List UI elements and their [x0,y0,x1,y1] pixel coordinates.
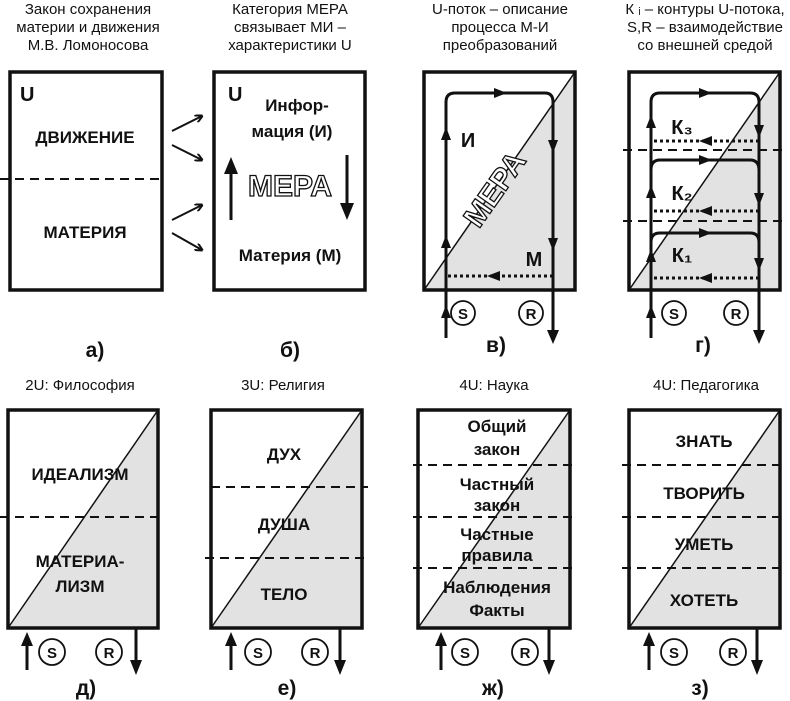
r-label: R [520,645,531,662]
arrow-icon [171,232,202,250]
panel-a-box [8,70,164,292]
caption-e: е) [278,677,297,700]
panel-zh-title: 4U: Наука [459,377,529,394]
level-label: правила [461,546,533,565]
s-label: S [460,645,470,662]
caption-d: д) [76,677,96,700]
u-label: U [20,84,34,106]
info-label-1: Инфор- [265,96,329,115]
panel-v: U-поток – описание процесса М-И преобраз… [422,1,577,357]
panel-g: К ᵢ – контуры U-потока, S,R – взаимодейс… [623,1,786,357]
panel-v-title-3: преобразований [443,37,558,54]
panel-a-title-2: материи и движения [16,19,159,36]
s-label: S [458,306,468,323]
level-label: ДУХ [267,445,302,464]
level-label: ЛИЗМ [56,577,105,596]
motion-label: ДВИЖЕНИЕ [35,128,134,147]
panel-a-title-3: М.В. Ломоносова [28,37,149,54]
caption-v: в) [486,334,506,357]
r-label: R [731,306,742,323]
matter-m-label: Материя (М) [239,246,342,265]
contour-k1-label: К₁ [672,245,692,267]
panel-b-box [212,70,367,292]
level-label: ТЕЛО [261,585,308,604]
s-label: S [669,645,679,662]
level-label: Наблюдения [443,578,551,597]
caption-g: г) [695,334,711,357]
panel-g-box [627,70,782,292]
panel-z: 4U: Педагогика ЗНАТЬ ТВОРИТЬ УМЕТЬ ХОТЕТ… [622,377,784,700]
caption-a: а) [86,339,105,362]
level-label: УМЕТЬ [675,535,734,554]
s-label: S [253,645,263,662]
s-circle [661,300,687,326]
info-i-label: И [461,130,475,152]
panel-a: Закон сохранения материи и движения М.В.… [0,1,164,362]
panel-b-title-1: Категория МЕРА [232,1,348,18]
panel-d: 2U: Философия ИДЕАЛИЗМ МАТЕРИА- ЛИЗМ S R… [0,377,160,700]
level-label: Факты [469,601,524,620]
r-circle [723,300,749,326]
panel-a-title-1: Закон сохранения [25,1,151,18]
contour-k3-label: К₃ [671,117,692,139]
panel-v-box [422,70,577,292]
caption-z: з) [691,677,708,700]
s-circle [450,300,476,326]
level-label: МАТЕРИА- [36,552,125,571]
panel-b-title-3: характеристики U [228,37,352,54]
level-label: Общий [468,417,527,436]
panel-g-title-2: S,R – взаимодействие [627,19,783,36]
panel-zh: 4U: Наука Общий закон Частный закон Част… [413,377,573,700]
level-label: ТВОРИТЬ [663,484,745,503]
caption-b: б) [280,339,300,362]
r-label: R [104,645,115,662]
panel-g-title-3: со внешней средой [637,37,772,54]
level-label: закон [474,496,521,515]
level-label: Частный [460,475,534,494]
level-label: ЗНАТЬ [676,432,733,451]
level-label: закон [474,440,521,459]
panel-b-title-2: связывает МИ – [234,19,347,36]
info-label-2: мация (И) [252,122,333,141]
s-label: S [669,306,679,323]
matter-label: МАТЕРИЯ [43,223,126,242]
r-circle [518,300,544,326]
connector-arrows [171,116,202,250]
panel-d-title: 2U: Философия [25,377,134,394]
r-label: R [310,645,321,662]
panel-v-title-2: процесса М-И [451,19,548,36]
r-label: R [526,306,537,323]
level-label: ДУША [258,515,310,534]
matter-m-label: М [526,249,543,271]
mera-label: МЕРА [248,170,332,203]
level-label: ХОТЕТЬ [670,591,738,610]
panel-e-title: 3U: Религия [241,377,325,394]
contour-k2-label: К₂ [671,183,692,205]
arrow-icon [171,144,202,160]
level-label: Частные [460,525,533,544]
panel-b: Категория МЕРА связывает МИ – характерис… [212,1,367,362]
panel-z-title: 4U: Педагогика [653,377,760,394]
level-label: ИДЕАЛИЗМ [31,465,128,484]
arrow-icon [171,205,202,221]
u-label: U [228,84,242,106]
caption-zh: ж) [481,677,504,700]
s-label: S [47,645,57,662]
panel-e: 3U: Религия ДУХ ДУША ТЕЛО S R е) [205,377,368,700]
panel-v-title-1: U-поток – описание [432,1,568,18]
arrow-icon [171,116,202,132]
r-label: R [728,645,739,662]
panel-g-title-1: К ᵢ – контуры U-потока, [625,1,784,18]
